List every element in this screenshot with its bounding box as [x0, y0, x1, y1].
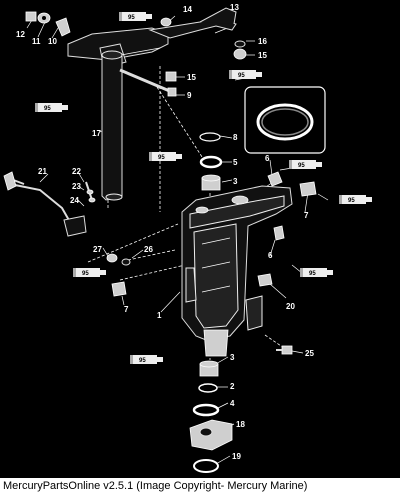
callout-20: 20 [286, 302, 295, 311]
callout-27: 27 [93, 245, 102, 254]
callout-8: 8 [233, 133, 238, 142]
callout-7: 7 [304, 211, 309, 220]
exploded-parts-diagram: 95 95 95 95 95 95 95 95 [3, 3, 372, 473]
ring-4 [192, 403, 220, 417]
callout-19: 19 [232, 452, 241, 461]
callout-7: 7 [124, 305, 129, 314]
callout-11: 11 [32, 37, 41, 46]
image-caption: MercuryPartsOnline v2.5.1 (Image Copyrig… [0, 478, 400, 494]
svg-text:95: 95 [238, 73, 245, 79]
sealant-tube: 95 95 95 95 95 95 95 95 [35, 12, 372, 364]
callout-3: 3 [230, 353, 235, 362]
clip-20 [257, 273, 273, 287]
steering-tube [101, 50, 123, 201]
callout-12: 12 [16, 30, 25, 39]
trim-sender-harness [3, 171, 96, 237]
items-26-27 [106, 253, 131, 266]
callout-15: 15 [187, 73, 196, 82]
svg-text:95: 95 [348, 198, 355, 204]
inset-seal-detail [244, 86, 326, 154]
callout-10: 10 [48, 37, 57, 46]
bushing-7-right [299, 181, 317, 197]
ring-19 [193, 459, 219, 473]
callout-18: 18 [236, 420, 245, 429]
swivel-bracket [181, 185, 293, 357]
bracket-18 [189, 419, 233, 451]
svg-text:95: 95 [309, 271, 316, 277]
nut-15-upper [165, 71, 177, 82]
svg-text:95: 95 [298, 163, 305, 169]
callout-17: 17 [92, 129, 101, 138]
callout-13: 13 [230, 3, 239, 12]
callout-21: 21 [38, 167, 47, 176]
callout-9: 9 [187, 91, 192, 100]
callout-16: 16 [258, 37, 267, 46]
callout-1: 1 [157, 311, 162, 320]
callout-2: 2 [230, 382, 235, 391]
callout-22: 22 [72, 167, 81, 176]
nut-15-right [233, 40, 247, 60]
bushing-7-left [111, 281, 127, 297]
items-10-11-12 [25, 11, 71, 37]
o-ring-5 [199, 155, 223, 169]
bolt-9 [119, 68, 177, 97]
svg-text:95: 95 [44, 106, 51, 112]
fitting-6-lower [273, 225, 285, 241]
bushing-3-upper [201, 174, 221, 191]
callout-3: 3 [233, 177, 238, 186]
seal-8 [199, 132, 221, 142]
svg-text:95: 95 [139, 358, 146, 364]
bolt-25 [276, 345, 293, 355]
callout-25: 25 [305, 349, 314, 358]
seal-2 [198, 383, 218, 393]
callout-labels: 1 2 3 3 4 5 6 6 7 7 8 9 10 11 12 13 14 1… [16, 3, 314, 461]
bushing-3-lower [199, 360, 219, 377]
callout-5: 5 [233, 158, 238, 167]
fitting-6-upper [267, 171, 283, 187]
callout-23: 23 [72, 182, 81, 191]
callout-6: 6 [265, 154, 270, 163]
callout-4: 4 [230, 399, 235, 408]
svg-text:95: 95 [82, 271, 89, 277]
svg-text:95: 95 [158, 155, 165, 161]
callout-26: 26 [144, 245, 153, 254]
callout-6: 6 [268, 251, 273, 260]
callout-24: 24 [70, 196, 79, 205]
callout-14: 14 [183, 5, 192, 14]
svg-text:95: 95 [128, 15, 135, 21]
callout-15: 15 [258, 51, 267, 60]
